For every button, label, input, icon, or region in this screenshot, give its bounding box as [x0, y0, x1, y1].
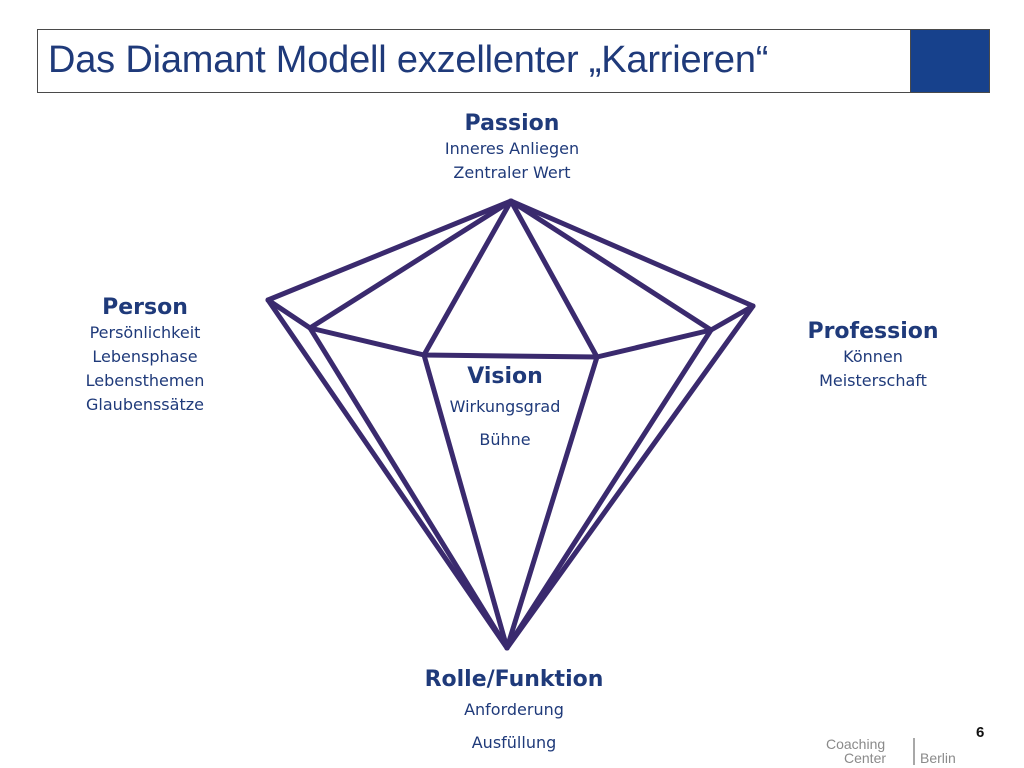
label-passion-line: Zentraler Wert: [453, 163, 571, 182]
diamond-edge-table-left: [421, 198, 514, 358]
logo-line2a: Center: [844, 750, 886, 766]
diamond-pavilion-inner-right: [504, 327, 714, 651]
label-rolle-funktion-line: Ausfüllung: [471, 733, 557, 752]
diamond-girdle: [265, 297, 756, 360]
diamond-pavilion-outer-right: [504, 303, 756, 651]
diamond-edge-top-right: [508, 198, 756, 309]
slide-title: Das Diamant Modell exzellenter „Karriere…: [48, 39, 769, 81]
label-profession-line: Können: [843, 347, 903, 366]
label-profession: Profession Können Meisterschaft: [773, 319, 973, 393]
label-person: Person Persönlichkeit Lebensphase Lebens…: [45, 295, 245, 417]
label-person-line: Lebensphase: [92, 347, 198, 366]
label-vision-line: Wirkungsgrad: [449, 397, 561, 416]
label-vision-line: Bühne: [479, 430, 531, 449]
diamond-pavilion-outer-left: [265, 297, 510, 651]
label-vision: Vision Wirkungsgrad Bühne: [405, 364, 605, 456]
label-person-line: Lebensthemen: [85, 371, 205, 390]
logo-line1: Coaching: [826, 736, 885, 752]
title-accent-square: [910, 30, 989, 92]
diamond-edge-inner-right: [508, 198, 714, 333]
label-passion: Passion Inneres Anliegen Zentraler Wert: [412, 111, 612, 185]
label-rolle-funktion: Rolle/Funktion Anforderung Ausfüllung: [404, 667, 624, 759]
diamond-pavilion-center-left: [421, 352, 510, 651]
title-bar: Das Diamant Modell exzellenter „Karriere…: [37, 29, 990, 93]
label-passion-line: Inneres Anliegen: [444, 139, 580, 158]
diamond-edge-inner-left: [307, 198, 514, 331]
label-person-title: Person: [102, 295, 188, 320]
label-person-line: Glaubenssätze: [86, 395, 204, 414]
label-profession-line: Meisterschaft: [819, 371, 927, 390]
label-profession-title: Profession: [807, 319, 939, 344]
diamond-pavilion-inner-left: [307, 325, 510, 651]
coaching-center-berlin-logo: Coaching Center Berlin: [826, 736, 956, 766]
label-rolle-funktion-line: Anforderung: [464, 700, 564, 719]
page-number: 6: [976, 724, 985, 741]
diamond-pavilion-center-right: [504, 354, 600, 651]
logo-line2b: Berlin: [920, 750, 956, 766]
label-passion-title: Passion: [464, 111, 560, 136]
label-rolle-funktion-title: Rolle/Funktion: [424, 667, 604, 692]
diamond-edge-table-right: [508, 198, 600, 360]
label-vision-title: Vision: [467, 364, 543, 389]
diamond-edge-top-left: [265, 198, 514, 303]
label-person-line: Persönlichkeit: [89, 323, 201, 342]
